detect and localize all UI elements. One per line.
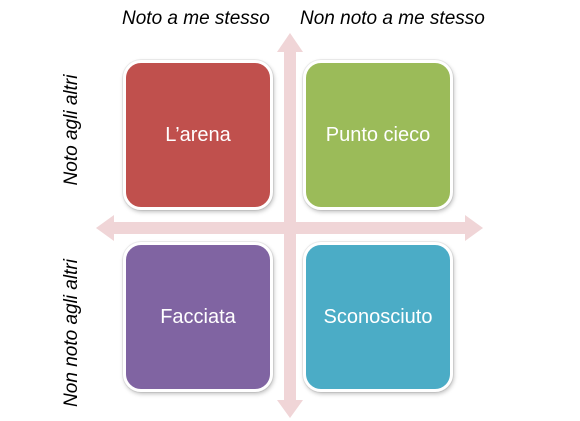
quadrant-facade-label: Facciata	[160, 305, 236, 328]
quadrant-blind-spot: Punto cieco	[303, 60, 453, 210]
quadrant-arena: L’arena	[123, 60, 273, 210]
axis-arrow-left	[96, 215, 114, 241]
quadrant-facade: Facciata	[123, 242, 273, 392]
quadrant-blind-spot-label: Punto cieco	[325, 123, 431, 146]
axis-arrow-down	[277, 400, 303, 418]
quadrant-unknown: Sconosciuto	[303, 242, 453, 392]
axis-arrow-right	[465, 215, 483, 241]
column-header-unknown-to-self: Non noto a me stesso	[300, 8, 485, 29]
quadrant-unknown-label: Sconosciuto	[323, 305, 433, 328]
quadrant-arena-label: L’arena	[165, 123, 231, 146]
horizontal-axis	[112, 222, 467, 234]
column-header-known-to-self: Noto a me stesso	[122, 8, 270, 29]
axis-arrow-up	[277, 33, 303, 52]
